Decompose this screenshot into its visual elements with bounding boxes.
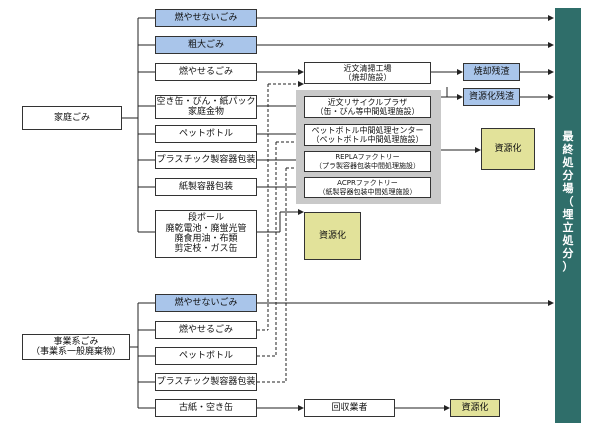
household-item-plastic-packaging: プラスチック製容器包装 [155, 151, 257, 169]
facility-repla-label: REPLAファクトリー （プラ製容器包装中間処理施設） [315, 153, 420, 170]
business-item-pet-bottle: ペットボトル [155, 347, 257, 365]
household-item-pet-bottle: ペットボトル [155, 125, 257, 143]
facility-collector: 回収業者 [304, 399, 395, 417]
final-disposal-label: 最 終 処 分 場 （ 埋 立 処 分 ） [555, 130, 581, 273]
final-char: 処 [562, 234, 574, 247]
household-item-paper-packaging: 紙製容器包装 [155, 178, 257, 196]
output-recycle-cardboard: 資源化 [304, 212, 361, 260]
facility-pet-center: ペットボトル中間処理センター （ペットボトル中間処理施設） [304, 124, 431, 146]
final-char: 埋 [562, 208, 574, 221]
household-item-cans-bottles: 空き缶・びん・紙パック 家庭金物 [155, 95, 257, 119]
facility-pet-center-label: ペットボトル中間処理センター （ペットボトル中間処理施設） [311, 125, 424, 144]
household-item-bulky: 粗大ごみ [155, 36, 257, 54]
final-char: 処 [562, 156, 574, 169]
source-business: 事業系ごみ （事業系一般廃棄物） [22, 334, 130, 360]
household-item-cans-bottles-label: 空き缶・びん・紙パック 家庭金物 [156, 96, 256, 117]
output-recycle-collector: 資源化 [450, 399, 500, 417]
facility-acpr: ACPRファクトリー （紙製容器包装中間処理施設） [304, 177, 431, 198]
output-incineration-ash: 焼却残渣 [463, 63, 520, 81]
household-item-cardboard-etc-label: 段ボール 廃乾電池・廃蛍光管 廃食用油・布類 剪定枝・ガス缶 [165, 213, 247, 255]
business-item-plastic-packaging: プラスチック製容器包装 [155, 373, 257, 391]
final-char: （ [562, 195, 574, 208]
business-item-burnable: 燃やせるごみ [155, 321, 257, 339]
business-item-paper-cans: 古紙・空き缶 [155, 399, 257, 417]
final-char: 最 [562, 130, 574, 143]
source-business-label: 事業系ごみ （事業系一般廃棄物） [30, 336, 121, 357]
household-item-nonburnable: 燃やせないごみ [155, 9, 257, 27]
business-item-nonburnable: 燃やせないごみ [155, 294, 257, 312]
facility-acpr-label: ACPRファクトリー （紙製容器包装中間処理施設） [318, 179, 417, 196]
final-char: 場 [562, 182, 574, 195]
output-recycle-facilities: 資源化 [481, 128, 535, 170]
source-household: 家庭ごみ [22, 106, 122, 130]
final-char: 終 [562, 143, 574, 156]
household-item-cardboard-etc: 段ボール 廃乾電池・廃蛍光管 廃食用油・布類 剪定枝・ガス缶 [155, 210, 257, 258]
facility-recycle-plaza-label: 近文リサイクルプラザ （缶・びん等中間処理施設） [315, 97, 420, 116]
household-item-burnable: 燃やせるごみ [155, 63, 257, 81]
output-recycle-residue: 資源化残渣 [463, 88, 520, 106]
final-disposal-bar [555, 8, 581, 423]
facility-incinerator: 近文清掃工場 （焼却施設） [304, 62, 431, 84]
facility-incinerator-label: 近文清掃工場 （焼却施設） [343, 63, 392, 82]
final-char: 立 [562, 221, 574, 234]
facility-recycle-plaza: 近文リサイクルプラザ （缶・びん等中間処理施設） [304, 96, 431, 118]
final-char: ） [562, 260, 574, 273]
final-char: 分 [562, 247, 574, 260]
facility-repla: REPLAファクトリー （プラ製容器包装中間処理施設） [304, 151, 431, 172]
final-char: 分 [562, 169, 574, 182]
